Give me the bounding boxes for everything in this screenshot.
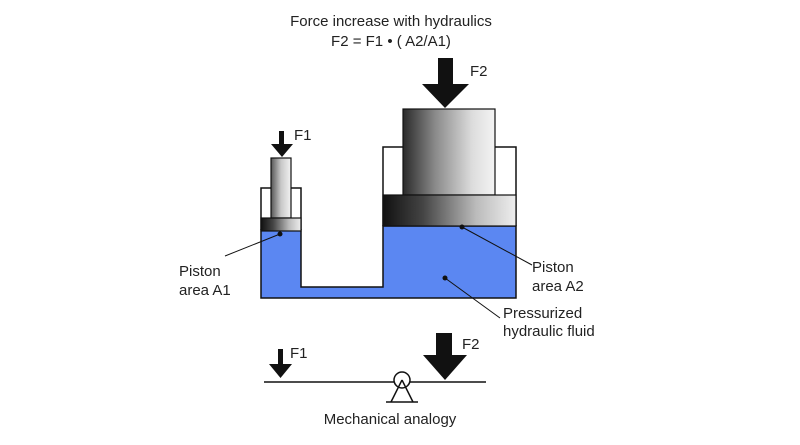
piston-a2-label-2: area A2	[532, 278, 584, 295]
hydraulic-fluid	[260, 225, 517, 299]
lever-f1-arrow-icon	[269, 349, 292, 378]
large-piston-rod	[402, 108, 496, 196]
fluid-label: Pressurized	[503, 305, 582, 322]
piston-a1-label: Piston	[179, 263, 221, 280]
large-piston-head	[382, 194, 517, 227]
f1-label: F1	[294, 127, 312, 144]
fluid-label-2: hydraulic fluid	[503, 323, 595, 340]
fluid-dot	[442, 275, 448, 281]
piston-a2-label: Piston	[532, 259, 574, 276]
piston-a1-label-2: area A1	[179, 282, 231, 299]
f2-label: F2	[470, 63, 488, 80]
piston-a2-leader	[461, 226, 533, 266]
analogy-caption: Mechanical analogy	[324, 411, 457, 428]
small-piston-rod	[270, 157, 292, 219]
piston-a1-leader	[224, 233, 281, 257]
f2-arrow-icon	[422, 58, 469, 108]
small-piston-head	[260, 217, 302, 232]
lever-f2-label: F2	[462, 336, 480, 353]
diagram-title: Force increase with hydraulics	[290, 13, 492, 30]
piston-a1-dot	[277, 231, 283, 237]
lever-f2-arrow-icon	[423, 333, 467, 380]
piston-a2-dot	[459, 224, 465, 230]
diagram-formula: F2 = F1 • ( A2/A1)	[331, 33, 451, 50]
fulcrum-icon	[386, 371, 418, 403]
f1-arrow-icon	[271, 131, 293, 157]
lever-f1-label: F1	[290, 345, 308, 362]
fluid-leader	[444, 277, 501, 319]
